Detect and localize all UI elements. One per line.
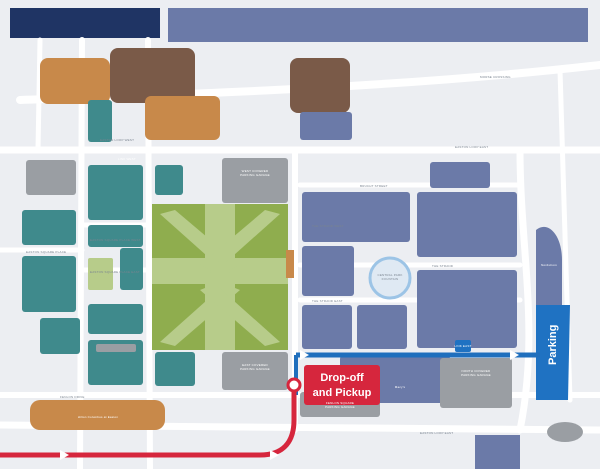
hilton-label: Hilton Columbus at Easton	[78, 415, 119, 419]
block-navy-ne	[300, 112, 352, 140]
street-easton-square-place: EASTON SQUARE PLACE	[26, 250, 66, 254]
block-brown-n	[110, 48, 195, 103]
block-teal-mw1	[88, 165, 143, 220]
street-fenlon-drive: FENLON DRIVE	[60, 395, 85, 399]
north-garage-label-2: PARKING GARAGE	[461, 373, 491, 377]
chevron-right-icon	[270, 450, 279, 460]
east-garage	[222, 352, 288, 390]
west-garage	[222, 158, 288, 203]
drop-off-callout	[304, 365, 380, 405]
central-park-label-2: FOUNTAIN	[382, 277, 399, 281]
fenlon-garage-label-2: PARKING GARAGE	[325, 405, 355, 409]
street-brucht: BRUCHT STREET	[360, 184, 388, 188]
block-blue-badge	[455, 340, 471, 352]
block-teal-c2	[155, 352, 195, 386]
nordstrom-label: Nordstrom	[541, 263, 557, 267]
link-west-badge: LINK WEST	[118, 157, 136, 161]
block-teal-n	[88, 100, 112, 142]
street-easton-square-place-west: EASTON SQUARE PLACE WEST	[90, 238, 141, 242]
block-gray-se	[547, 422, 583, 442]
fountain-circle	[368, 256, 412, 300]
macys-label: Macy's	[395, 385, 406, 389]
block-navy-e6	[417, 270, 517, 348]
street-easton-loop-east: EASTON LOOP EAST	[455, 145, 488, 149]
block-teal-mw2	[88, 225, 143, 247]
block-orange-nw	[40, 58, 110, 104]
drop-off-label-1: Drop-off	[320, 372, 364, 384]
block-navy-e1	[302, 192, 410, 242]
circle-marker-icon	[286, 377, 302, 393]
north-garage	[440, 358, 512, 408]
block-navy-e2	[302, 246, 354, 296]
fenlon-garage-label-1: FENLON SQUARE	[326, 401, 354, 405]
north-garage-label-1: NORTH COVERED	[462, 369, 492, 373]
block-orange-hilton	[30, 400, 165, 430]
red-route	[0, 385, 297, 458]
block-green-mw	[88, 258, 113, 290]
east-garage-label-1: EAST COVERED	[242, 363, 268, 367]
block-teal-w1	[22, 210, 76, 245]
block-brown-ne	[290, 58, 350, 113]
block-navy-s	[475, 435, 520, 469]
street-morse-crossing: MORSE CROSSING	[480, 75, 511, 79]
street-easton-loop-east-lower: EASTON LOOP EAST	[420, 431, 453, 435]
link-east-badge: LINK EAST	[454, 344, 471, 348]
triangle-arrow-icon	[510, 350, 519, 360]
header-block-slate	[168, 8, 588, 42]
block-gray-mw	[96, 344, 136, 352]
triangle-arrow-icon-2	[300, 350, 309, 360]
block-teal-w2	[22, 256, 76, 312]
block-navy-e4	[357, 305, 407, 349]
block-teal-mw3	[120, 248, 143, 290]
block-teal-c1	[155, 165, 183, 195]
central-park-label-1: CENTRAL PARK	[377, 273, 402, 277]
block-teal-w3	[40, 318, 80, 354]
block-orange-n2	[145, 96, 220, 140]
block-navy-e3	[302, 305, 352, 349]
street-the-strand: THE STRAND	[432, 264, 454, 268]
drop-off-label-2: and Pickup	[313, 387, 372, 399]
block-orange-thin	[286, 250, 294, 278]
street-easton-loop-west: EASTON LOOP WEST	[100, 138, 134, 142]
street-the-strand-east: THE STRAND EAST	[312, 299, 343, 303]
east-garage-label-2: PARKING GARAGE	[240, 367, 270, 371]
block-navy-e5	[417, 192, 517, 257]
header-block-navy	[10, 8, 160, 38]
block-gray-w1	[26, 160, 76, 195]
block-navy-e7	[430, 162, 490, 188]
west-garage-label-1: WEST COVERED	[242, 169, 269, 173]
west-garage-label-2: PARKING GARAGE	[240, 173, 270, 177]
town-square-paths	[152, 204, 288, 350]
parking-block	[536, 305, 570, 400]
street-the-strand-west: THE STRAND WEST	[312, 224, 344, 228]
block-teal-mw4	[88, 304, 143, 334]
parking-label: Parking	[547, 325, 559, 365]
chevron-right-icon-2	[60, 450, 69, 460]
block-navy-nordstrom	[536, 226, 562, 320]
street-easton-square-place-east: EASTON SQUARE PLACE EAST	[90, 270, 140, 274]
